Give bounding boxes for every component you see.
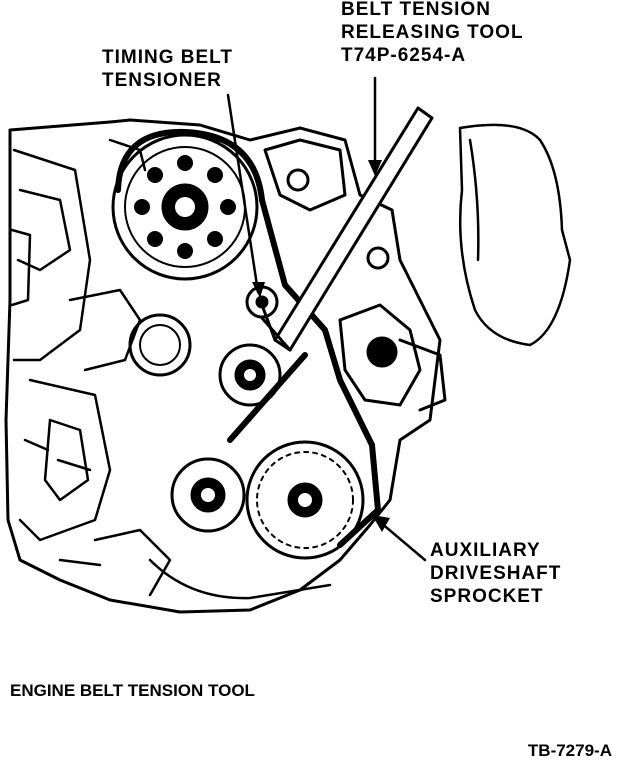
camshaft-sprocket [111,133,259,281]
timing-belt-tensioner-line-1: TIMING BELT [102,47,233,68]
leader-arrowheads [252,160,390,532]
front-cover-boss [128,313,192,377]
engine-block-outline [4,118,442,614]
belt-tension-tool-line-2: RELEASING TOOL [341,22,524,43]
auxiliary-driveshaft-sprocket [245,440,365,560]
crankshaft-pulley [170,457,246,533]
timing-belt-tensioner-line-2: TENSIONER [102,70,222,91]
timing-belt-tensioner-label: TIMING BELT TENSIONER [102,46,233,92]
belt-tension-releasing-tool [260,106,434,352]
auxiliary-sprocket-line-1: AUXILIARY [430,540,541,561]
auxiliary-sprocket-line-3: SPROCKET [430,586,544,607]
belt-tension-tool-label: BELT TENSION RELEASING TOOL T74P-6254-A [341,0,524,67]
auxiliary-sprocket-label: AUXILIARY DRIVESHAFT SPROCKET [430,539,561,608]
idler-pulley [218,343,282,407]
timing-belt [115,128,381,548]
belt-tension-tool-line-1: BELT TENSION [341,0,491,20]
auxiliary-sprocket-line-2: DRIVESHAFT [430,563,562,584]
hand-outline [458,123,572,347]
lower-cover-edge [148,558,332,600]
figure-caption: ENGINE BELT TENSION TOOL [10,681,255,700]
figure-id: TB-7279-A [527,741,612,760]
belt-tension-tool-line-3: T74P-6254-A [341,45,467,66]
right-accessory [338,246,447,412]
leader-lines [226,76,427,562]
upper-housing [263,138,347,212]
